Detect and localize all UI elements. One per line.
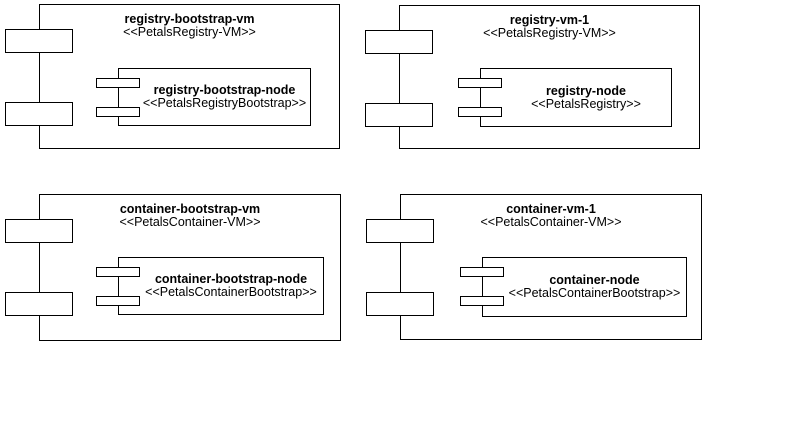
component-icon-tab (96, 107, 140, 117)
component-icon-tab (460, 296, 504, 306)
component-stereotype: <<PetalsRegistry>> (531, 96, 641, 111)
component-title: container-bootstrap-vm <<PetalsContainer… (40, 203, 340, 229)
component-stereotype: <<PetalsContainerBootstrap>> (508, 286, 681, 300)
component-icon-tab (5, 292, 73, 316)
component-title: registry-vm-1 <<PetalsRegistry-VM>> (400, 14, 699, 40)
component-name: container-bootstrap-node (154, 272, 308, 286)
component-icon-tab (96, 267, 140, 277)
component-registry-node: registry-node <<PetalsRegistry>> (458, 68, 672, 127)
component-icon-tab (365, 103, 433, 127)
component-icon-tab (460, 267, 504, 277)
component-container-bootstrap-vm: container-bootstrap-vm <<PetalsContainer… (5, 194, 341, 341)
component-title: registry-bootstrap-vm <<PetalsRegistry-V… (40, 13, 339, 39)
component-title: container-node <<PetalsContainerBootstra… (504, 274, 685, 300)
component-container-node: container-node <<PetalsContainerBootstra… (460, 257, 687, 317)
component-stereotype: <<PetalsContainerBootstrap>> (145, 285, 317, 299)
component-stereotype: <<PetalsRegistry-VM>> (483, 26, 616, 40)
component-icon-tab (5, 102, 73, 126)
component-name: container-node (549, 273, 640, 287)
component-icon-tab (5, 219, 73, 243)
component-registry-vm-1: registry-vm-1 <<PetalsRegistry-VM>> regi… (365, 5, 700, 149)
component-name: registry-bootstrap-vm (124, 12, 255, 26)
component-icon-tab (96, 296, 140, 306)
component-icon-tab (366, 292, 434, 316)
component-title: registry-node <<PetalsRegistry>> (502, 83, 670, 111)
component-registry-bootstrap-node: registry-bootstrap-node <<PetalsRegistry… (96, 68, 311, 126)
component-title: registry-bootstrap-node <<PetalsRegistry… (140, 84, 309, 110)
component-stereotype: <<PetalsContainer-VM>> (119, 215, 261, 229)
component-name: registry-vm-1 (509, 13, 590, 27)
component-name: container-bootstrap-vm (119, 202, 261, 216)
component-icon-tab (458, 78, 502, 88)
component-name: container-vm-1 (506, 202, 596, 216)
component-stereotype: <<PetalsRegistry-VM>> (123, 25, 256, 39)
component-icon-tab (458, 107, 502, 117)
component-icon-tab (96, 78, 140, 88)
component-container-vm-1: container-vm-1 <<PetalsContainer-VM>> co… (366, 194, 702, 340)
component-icon-tab (365, 30, 433, 54)
component-name: registry-bootstrap-node (153, 83, 296, 97)
component-container-bootstrap-node: container-bootstrap-node <<PetalsContain… (96, 257, 324, 315)
component-stereotype: <<PetalsContainer-VM>> (480, 215, 622, 229)
component-title: container-bootstrap-node <<PetalsContain… (140, 273, 322, 299)
component-registry-bootstrap-vm: registry-bootstrap-vm <<PetalsRegistry-V… (5, 4, 340, 149)
component-stereotype: <<PetalsRegistryBootstrap>> (142, 96, 307, 110)
component-icon-tab (5, 29, 73, 53)
component-icon-tab (366, 219, 434, 243)
component-name: registry-node (546, 83, 626, 98)
component-title: container-vm-1 <<PetalsContainer-VM>> (401, 203, 701, 229)
